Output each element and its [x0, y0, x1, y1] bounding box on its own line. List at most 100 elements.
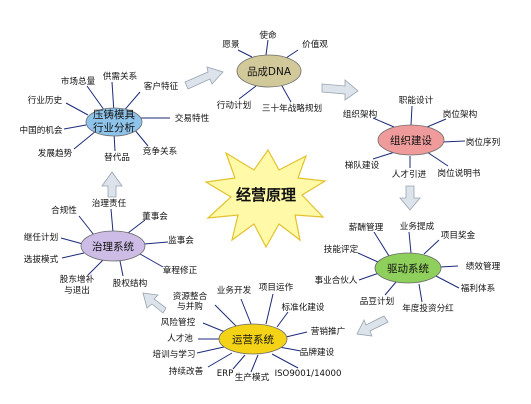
- spoke-org-7: [426, 151, 449, 167]
- label-talent-pipeline: 梯队建设: [345, 159, 380, 171]
- label-talent-acquisition: 人才引进: [392, 168, 427, 180]
- spoke-casting-4: [65, 102, 89, 116]
- label-bean-plan: 品豆计划: [360, 295, 394, 307]
- spoke-drive-3: [423, 239, 440, 255]
- hub-ops-ellipse: [218, 323, 288, 355]
- hub-org-ellipse: [377, 124, 445, 156]
- hub-casting-line-2: 行业分析: [93, 121, 135, 134]
- label-board: 董事会: [142, 210, 168, 222]
- label-position-structure: 岗位架构: [443, 108, 478, 120]
- label-equity-structure: 股权结构: [113, 277, 148, 289]
- spoke-dna-4: [238, 85, 257, 100]
- label-supervisory-board: 监事会: [168, 234, 194, 246]
- label-customer-traits: 客户特征: [144, 80, 179, 92]
- spoke-org-4: [441, 140, 466, 143]
- label-commission: 业务提成: [400, 220, 435, 232]
- label-position-sequence: 岗位序列: [466, 136, 500, 148]
- spoke-ops-5: [202, 322, 226, 333]
- spoke-ops-10: [207, 352, 233, 368]
- label-trends: 发展趋势: [38, 147, 73, 159]
- label-talent-pool: 人才池: [167, 332, 193, 344]
- arrow-drive-to-ops: [356, 315, 389, 337]
- label-charter-amendment: 章程修正: [163, 264, 198, 276]
- spoke-org-3: [426, 118, 447, 128]
- arrow-gov-to-casting: [101, 171, 123, 198]
- spoke-dna-3: [285, 49, 299, 59]
- spoke-casting-7: [73, 130, 97, 150]
- spoke-drive-7: [435, 275, 460, 289]
- label-skill-rating: 技能评定: [324, 243, 359, 255]
- spoke-ops-1: [214, 304, 238, 328]
- label-iso: ISO9001/14000: [275, 369, 342, 379]
- label-succession-plan: 继任计划: [24, 231, 58, 243]
- spoke-dna-5: [281, 85, 292, 103]
- spoke-gov-8: [87, 259, 104, 276]
- label-market-size: 市场总量: [61, 75, 96, 87]
- arrow-org-to-drive: [399, 185, 421, 211]
- label-action-plan: 行动计划: [217, 99, 251, 111]
- hub-drive-ellipse: [374, 252, 442, 284]
- spoke-gov-1: [110, 208, 114, 233]
- label-selection-mode: 选拔模式: [24, 253, 59, 265]
- arrow-ops-to-gov: [142, 292, 167, 314]
- label-trade-traits: 交易特性: [175, 112, 210, 124]
- spoke-gov-2: [78, 215, 95, 236]
- hub-org-label: 组织建设: [390, 134, 432, 147]
- hub-dna-label: 品成DNA: [247, 66, 292, 78]
- label-performance-mgmt: 绩效管理: [466, 260, 501, 272]
- hub-casting-line-1: 压铸模具: [93, 108, 135, 121]
- label-branding: 品牌建设: [300, 346, 335, 358]
- label-production-mode: 生产模式: [235, 371, 270, 383]
- spoke-dna-2: [237, 49, 253, 58]
- spoke-org-1: [372, 117, 395, 128]
- label-standardization: 标准化建设: [282, 301, 325, 313]
- label-risk-control: 风险管控: [161, 316, 196, 328]
- center-starburst: [204, 148, 327, 249]
- label-compensation: 薪酬管理: [349, 221, 384, 233]
- label-business-dev: 业务开发: [217, 284, 252, 296]
- label-mission: 使命: [259, 29, 277, 41]
- spoke-ops-2: [240, 298, 252, 325]
- label-compliance: 合规性: [51, 204, 77, 216]
- spoke-gov-3: [127, 219, 146, 234]
- spoke-gov-9: [119, 260, 124, 277]
- label-competition: 竞争关系: [143, 145, 178, 157]
- spoke-drive-4: [357, 252, 379, 263]
- spoke-drive-6: [358, 272, 380, 281]
- label-vision: 愿景: [222, 39, 240, 50]
- spoke-gov-7: [139, 253, 164, 268]
- label-30yr-strategy: 三十年战略规划: [262, 102, 322, 114]
- arrow-casting-to-dna: [184, 66, 224, 90]
- spoke-drive-8: [384, 281, 397, 296]
- label-project-bonus: 项目奖金: [441, 229, 476, 241]
- spoke-drive-5: [439, 265, 459, 268]
- label-continuous-improvement: 持续改善: [169, 365, 204, 377]
- label-resource-integration: 资源整合: [173, 290, 208, 302]
- label-supply-demand: 供需关系: [103, 70, 138, 82]
- spoke-casting-9: [133, 128, 149, 147]
- label-industry-history: 行业历史: [28, 94, 63, 106]
- spoke-org-5: [372, 151, 396, 160]
- label-china-opportunity: 中国的机会: [20, 124, 63, 136]
- spoke-casting-6: [63, 124, 87, 130]
- spoke-drive-9: [418, 283, 423, 303]
- center-title: 经营原理: [236, 186, 296, 204]
- spoke-ops-8: [196, 346, 225, 354]
- label-erp: ERP: [217, 369, 234, 379]
- label-annual-dividend: 年度投资分红: [402, 302, 454, 314]
- spoke-gov-5: [143, 241, 169, 245]
- label-governance-responsibility: 治理责任: [92, 197, 127, 209]
- label-shareholder-addition: 股东增补: [60, 273, 95, 285]
- label-project-operation: 项目运作: [259, 281, 294, 293]
- spoke-ops-4: [276, 311, 289, 328]
- label-marketing: 营销推广: [311, 325, 346, 337]
- spoke-dna-1: [265, 39, 269, 56]
- hub-ops-label: 运营系统: [232, 333, 274, 346]
- hub-gov-ellipse: [80, 230, 146, 262]
- spoke-ops-12: [250, 354, 259, 373]
- spoke-org-2: [410, 105, 413, 126]
- spoke-gov-6: [61, 252, 85, 259]
- spoke-drive-2: [408, 231, 412, 254]
